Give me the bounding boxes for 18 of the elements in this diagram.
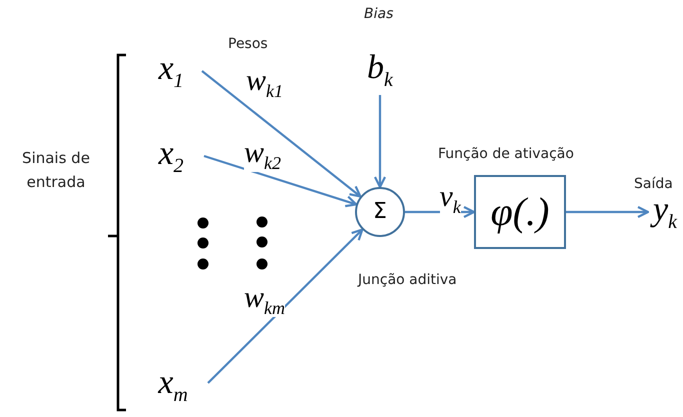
arrow	[207, 228, 364, 384]
side-label: Sinais de entrada	[21, 148, 91, 193]
node-caption: Bias	[364, 6, 394, 23]
node-caption: Saída	[634, 176, 673, 193]
node-caption: Junção aditiva	[358, 272, 457, 289]
summing-junction-circle: Σ	[355, 187, 405, 237]
arrow	[201, 70, 362, 198]
math-symbol: x$_{m}$	[138, 365, 208, 405]
math-symbol: x$_{2}$	[138, 135, 204, 177]
arrow	[566, 206, 650, 218]
activation-function-box: φ(.)	[474, 175, 566, 249]
group-label: Pesos	[228, 36, 268, 53]
arrow	[374, 95, 386, 188]
math-symbol: b$_{k}$	[355, 45, 405, 95]
math-symbol: x$_{1}$	[140, 50, 202, 92]
math-symbol: y$_{k}$	[648, 195, 682, 229]
arrow	[204, 154, 358, 208]
node-caption: Função de ativação	[438, 146, 574, 163]
